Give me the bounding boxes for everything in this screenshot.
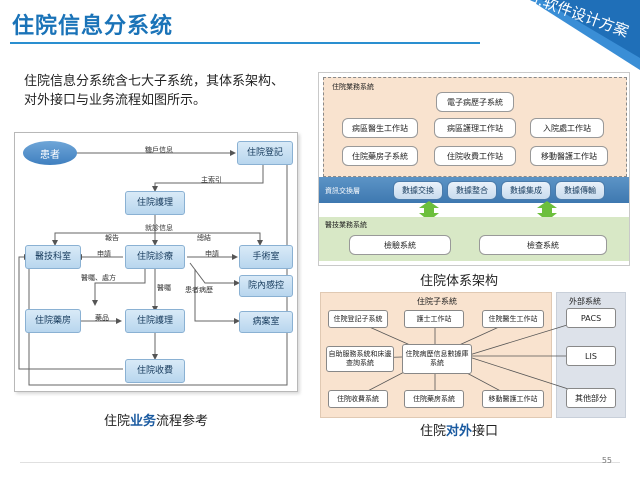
interface-caption: 住院对外接口 [420, 424, 499, 439]
flow-caption: 住院业务流程参考 [104, 414, 209, 429]
flowchart-connectors [18, 150, 288, 386]
edge-apply-left: 申請 [97, 250, 111, 258]
biz-item-mobile: 移動醫護工作站 [530, 146, 608, 166]
intf-center-db: 住院病歷信息數據庫系統 [402, 344, 472, 374]
node-diagnosis: 住院診療 [125, 245, 185, 269]
xchg-item-transfer: 數據傳輸 [555, 181, 605, 200]
node-patient: 患者 [23, 141, 77, 165]
intf-sub-doctor: 住院醫生工作站 [482, 310, 544, 328]
edge-intake: 糖戶信息 [145, 146, 173, 154]
biz-item-emr: 電子病歷子系統 [436, 92, 514, 112]
flowchart-panel: 患者 住院登記 住院護理 醫技科室 住院診療 手術室 院內感控 住院藥房 住院護… [14, 132, 298, 392]
intf-sub-pharmacy: 住院藥房系統 [404, 390, 464, 408]
intf-sub-mobile: 移動醫護工作站 [482, 390, 544, 408]
node-records: 病案室 [239, 311, 293, 333]
business-layer: 住院業務系統 電子病歷子系統 病區醫生工作站 病區護理工作站 入院處工作站 住院… [323, 77, 627, 177]
xchg-item-aggregate: 數據集成 [501, 181, 551, 200]
medtech-layer-label: 醫技業務系統 [325, 221, 367, 229]
med-item-lab: 檢驗系統 [349, 235, 451, 255]
node-nursing-top: 住院護理 [125, 191, 185, 215]
intf-ext-lis: LIS [566, 346, 616, 366]
intro-text: 住院信息分系统含七大子系统，其体系架构、对外接口与业务流程如图所示。 [24, 74, 285, 108]
exchange-layer-label: 資訊交換層 [325, 187, 360, 195]
node-pharmacy: 住院藥房 [25, 309, 81, 333]
xchg-item-integrate: 數據整合 [447, 181, 497, 200]
biz-item-doctor: 病區醫生工作站 [342, 118, 418, 138]
edge-master: 主索引 [201, 176, 222, 184]
intf-ext-other: 其他部分 [566, 388, 616, 408]
architecture-caption: 住院体系架构 [420, 274, 499, 289]
edge-diag-info: 就診信息 [145, 224, 173, 232]
intf-sub-selfservice: 自助服務系統和床邊查詢系統 [326, 346, 394, 372]
page-number: 55 [601, 456, 612, 465]
biz-item-nurse: 病區護理工作站 [434, 118, 516, 138]
edge-orders2: 醫囑 [157, 284, 171, 292]
intf-sub-nurse: 護士工作站 [404, 310, 464, 328]
edge-summary: 總結 [197, 234, 211, 242]
business-layer-label: 住院業務系統 [332, 83, 374, 91]
edge-drugs: 藥品 [95, 314, 109, 322]
node-surgery: 手術室 [239, 245, 293, 269]
node-medtech: 醫技科室 [25, 245, 81, 269]
biz-item-billing: 住院收費工作站 [434, 146, 516, 166]
footer-rule [20, 462, 620, 463]
title-rule [10, 42, 480, 44]
med-item-exam: 檢查系統 [479, 235, 607, 255]
intf-ext-pacs: PACS [566, 308, 616, 328]
section-corner-banner: 四.软件设计方案 [490, 0, 640, 70]
node-register: 住院登記 [237, 141, 293, 165]
architecture-diagram: 住院業務系統 電子病歷子系統 病區醫生工作站 病區護理工作站 入院處工作站 住院… [318, 72, 630, 266]
node-nursing-mid: 住院護理 [125, 309, 185, 333]
layer-arrows [419, 201, 557, 221]
exchange-layer: 資訊交換層 數據交換 數據整合 數據集成 數據傳輸 [319, 177, 629, 203]
biz-item-admission: 入院處工作站 [530, 118, 604, 138]
edge-case-hist: 患者病歷 [185, 286, 213, 294]
edge-orders: 醫囑、處方 [81, 274, 116, 282]
biz-item-pharmacy: 住院藥房子系統 [342, 146, 418, 166]
edge-apply-right: 申請 [205, 250, 219, 258]
edge-report: 報告 [105, 234, 119, 242]
intf-sub-register: 住院登記子系統 [328, 310, 388, 328]
node-billing: 住院收費 [125, 359, 185, 383]
slide-title: 住院信息分系统 [12, 14, 174, 39]
ext-label: 外部系統 [569, 297, 601, 306]
medtech-layer: 醫技業務系統 檢驗系統 檢查系統 [319, 217, 629, 261]
intf-sub-billing: 住院收費系統 [328, 390, 388, 408]
node-infection: 院內感控 [239, 275, 293, 297]
xchg-item-exchange: 數據交換 [393, 181, 443, 200]
sub-label: 住院子系統 [417, 297, 457, 306]
